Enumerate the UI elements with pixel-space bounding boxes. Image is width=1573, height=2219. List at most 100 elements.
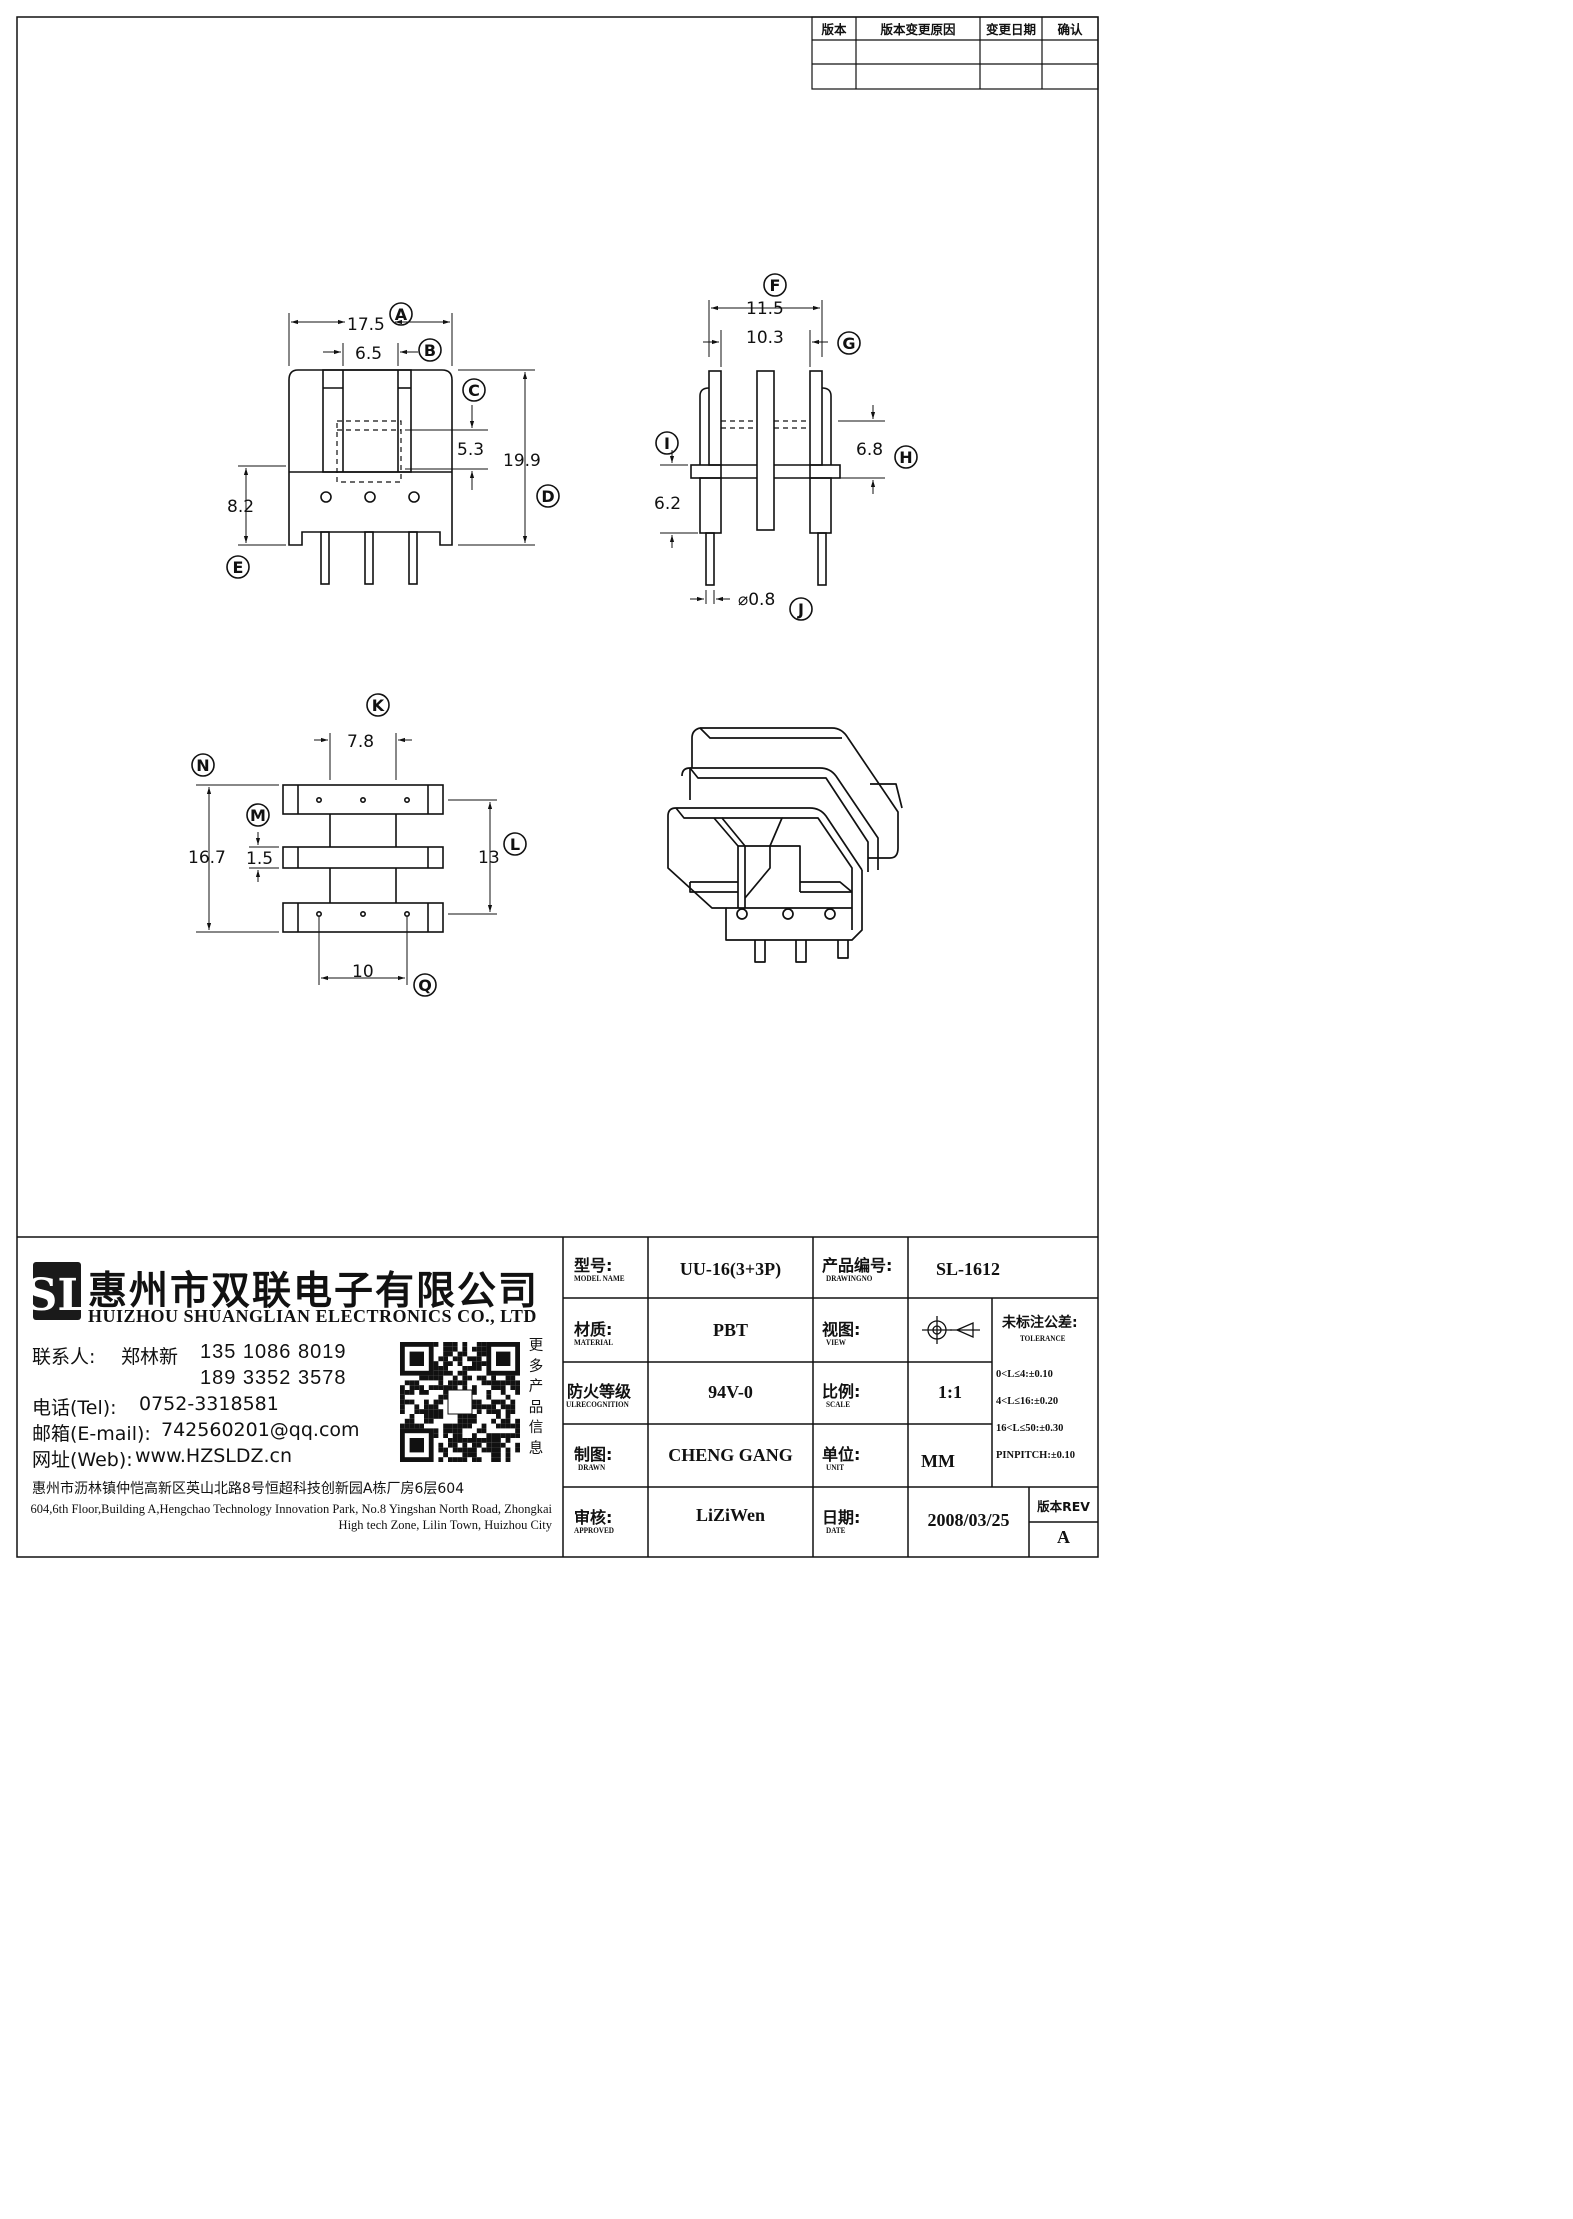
rev-value: A	[1057, 1527, 1070, 1547]
material-value: PBT	[712, 1320, 748, 1340]
svg-text:C: C	[468, 381, 480, 400]
dim-A-value: 17.5	[347, 315, 385, 335]
tolerance-row-1: 0<L≤4:±0.10	[996, 1369, 1053, 1380]
svg-text:J: J	[797, 600, 804, 619]
approved-value: LiZiWen	[695, 1505, 766, 1525]
isometric-view	[667, 727, 903, 963]
tel-value: 0752-3318581	[139, 1393, 279, 1415]
svg-text:H: H	[899, 448, 912, 467]
revision-table	[811, 16, 1099, 90]
callout-L: L	[503, 832, 527, 856]
drawn-value: CHENG GANG	[668, 1445, 793, 1465]
web-value: www.HZSLDZ.cn	[135, 1445, 293, 1467]
scale-label: 比例:	[822, 1382, 861, 1401]
rev-header-version: 版本	[821, 22, 847, 37]
dim-G-value: 10.3	[746, 328, 784, 348]
svg-text:E: E	[233, 558, 244, 577]
callout-I: I	[655, 431, 679, 455]
approved-label-en: APPROVED	[574, 1526, 615, 1535]
rev-label: 版本REV	[1037, 1499, 1090, 1514]
dim-I-value: 6.2	[654, 494, 681, 514]
view-label-en: VIEW	[826, 1338, 847, 1347]
tolerance-row-2: 4<L≤16:±0.20	[996, 1396, 1059, 1407]
svg-text:N: N	[196, 756, 209, 775]
dim-J-value: ⌀0.8	[738, 590, 775, 610]
svg-text:F: F	[770, 276, 781, 295]
drawing-no-label-en: DRAWINGNO	[826, 1274, 873, 1283]
svg-text:Q: Q	[418, 976, 432, 995]
dim-C-value: 5.3	[457, 440, 484, 460]
approved-label: 审核:	[574, 1508, 613, 1527]
model-value: UU-16(3+3P)	[679, 1259, 782, 1279]
address-cn: 惠州市沥林镇仲恺高新区英山北路8号恒超科技创新园A栋厂房6层604	[32, 1481, 465, 1497]
drawing-no-label: 产品编号:	[822, 1256, 893, 1275]
dim-M-value: 1.5	[246, 849, 273, 869]
title-block-grid	[17, 1236, 1098, 1557]
web-label: 网址(Web):	[32, 1449, 133, 1471]
company-name-cn: 惠州市双联电子有限公司	[88, 1268, 540, 1314]
projection-symbol-icon	[922, 1316, 980, 1344]
svg-text:I: I	[664, 434, 670, 453]
material-label: 材质:	[574, 1320, 613, 1339]
side-view	[690, 370, 841, 586]
tolerance-row-3: 16<L≤50:±0.30	[996, 1423, 1064, 1434]
flame-value: 94V-0	[708, 1382, 753, 1402]
material-label-en: MATERIAL	[574, 1338, 614, 1347]
dim-N-value: 16.7	[188, 848, 226, 868]
dim-Q-value: 10	[352, 962, 374, 982]
callout-N: N	[191, 753, 215, 777]
view-label: 视图:	[822, 1320, 861, 1339]
callout-E: E	[226, 555, 250, 579]
date-value: 2008/03/25	[927, 1510, 1010, 1530]
tolerance-label-en: TOLERANCE	[1020, 1334, 1066, 1343]
model-label-en: MODEL NAME	[574, 1274, 625, 1283]
rev-header-date: 变更日期	[986, 22, 1036, 37]
svg-text:A: A	[395, 305, 408, 324]
callout-letters: A B C D E F G H I J K L M N Q	[191, 273, 918, 997]
unit-label-en: UNIT	[826, 1463, 845, 1472]
callout-H: H	[894, 445, 918, 469]
sheet-border	[16, 16, 1099, 1558]
callout-Q: Q	[413, 973, 437, 997]
flame-label: 防火等级	[567, 1382, 632, 1401]
address-en: 604,6th Floor,Building A,Hengchao Techno…	[30, 1502, 553, 1532]
contact-name: 郑林新	[121, 1346, 179, 1368]
svg-text:G: G	[842, 334, 855, 353]
scale-label-en: SCALE	[826, 1400, 851, 1409]
bottom-view	[282, 784, 444, 933]
svg-text:D: D	[541, 487, 554, 506]
callout-M: M	[246, 803, 270, 827]
drawing-no-value: SL-1612	[935, 1259, 1000, 1279]
dim-B-value: 6.5	[355, 344, 382, 364]
dim-L-value: 13	[478, 848, 500, 868]
callout-A: A	[389, 302, 413, 326]
dim-H-value: 6.8	[856, 440, 883, 460]
model-label: 型号:	[574, 1256, 613, 1275]
company-logo: SL	[26, 1262, 89, 1321]
phone-2: 189 3352 3578	[200, 1367, 347, 1389]
callout-C: C	[462, 378, 486, 402]
svg-text:SL: SL	[26, 1270, 89, 1321]
front-view-dims	[238, 313, 535, 546]
flame-label-en: ULRECOGNITION	[566, 1400, 629, 1409]
email-label: 邮箱(E-mail):	[32, 1423, 151, 1445]
callout-F: F	[763, 273, 787, 297]
email-value: 742560201@qq.com	[161, 1419, 360, 1441]
dim-D-value: 19.9	[503, 451, 541, 471]
date-label-en: DATE	[826, 1526, 846, 1535]
side-view-dims	[660, 300, 885, 604]
svg-text:B: B	[424, 341, 436, 360]
callout-D: D	[536, 484, 560, 508]
callout-J: J	[789, 597, 813, 621]
tel-label: 电话(Tel):	[32, 1397, 117, 1419]
date-label: 日期:	[822, 1508, 861, 1527]
callout-B: B	[418, 338, 442, 362]
phone-1: 135 1086 8019	[200, 1341, 347, 1363]
qr-code	[399, 1342, 520, 1463]
svg-text:K: K	[372, 696, 385, 715]
tolerance-label: 未标注公差:	[1002, 1315, 1078, 1331]
svg-text:L: L	[510, 835, 520, 854]
front-view	[288, 369, 453, 585]
rev-header-confirm: 确认	[1057, 22, 1083, 37]
unit-value: MM	[921, 1451, 955, 1471]
